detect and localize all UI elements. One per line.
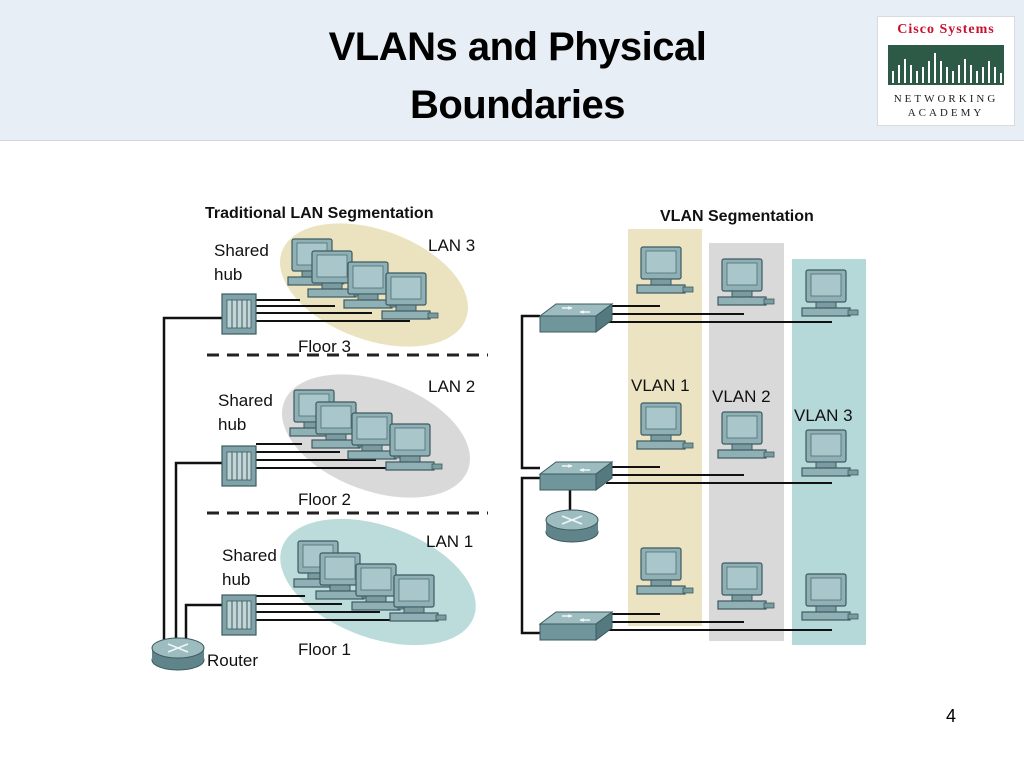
lan2-label: LAN 2 bbox=[428, 377, 475, 396]
floor3-hub-label-2: hub bbox=[214, 265, 242, 284]
router-uplinks bbox=[162, 316, 222, 650]
router-icon bbox=[151, 637, 205, 671]
page-number: 4 bbox=[946, 706, 957, 726]
vlan2-label: VLAN 2 bbox=[712, 387, 771, 406]
floor2-hub-label-1: Shared bbox=[218, 391, 273, 410]
floor1-hub-icon bbox=[221, 594, 257, 636]
vlan-router-icon bbox=[545, 509, 599, 543]
cisco-logo: Cisco Systems Networking Academy bbox=[877, 16, 1015, 126]
logo-bridge-icon bbox=[888, 45, 1004, 85]
floor3-hub-icon bbox=[221, 293, 257, 335]
vlan3-label: VLAN 3 bbox=[794, 406, 853, 425]
lan3-label: LAN 3 bbox=[428, 236, 475, 255]
switch-floor2-icon bbox=[539, 461, 613, 491]
slide-header bbox=[0, 0, 1024, 141]
logo-line-2: Academy bbox=[907, 107, 985, 119]
traditional-lan-heading: Traditional LAN Segmentation bbox=[205, 205, 433, 222]
router-label: Router bbox=[207, 651, 258, 670]
floor3-label: Floor 3 bbox=[298, 337, 351, 356]
switch-floor1-icon bbox=[539, 611, 613, 641]
logo-line-1: Networking bbox=[893, 93, 999, 105]
hub-pc-links bbox=[256, 299, 415, 621]
floor2-hub-label-2: hub bbox=[218, 415, 246, 434]
floor1-hub-label-2: hub bbox=[222, 570, 250, 589]
switch-pc-links bbox=[600, 305, 832, 631]
title-line-1: VLANs and Physical bbox=[328, 25, 707, 69]
floor1-label: Floor 1 bbox=[298, 640, 351, 659]
lan1-label: LAN 1 bbox=[426, 532, 473, 551]
vlan-segmentation-heading: VLAN Segmentation bbox=[660, 208, 814, 225]
floor3-hub-label-1: Shared bbox=[214, 241, 269, 260]
switch-floor3-icon bbox=[539, 303, 613, 333]
floor1-hub-label-1: Shared bbox=[222, 546, 277, 565]
logo-academy-text: Networking Academy bbox=[884, 92, 1008, 120]
floor2-label: Floor 2 bbox=[298, 490, 351, 509]
title-line-2: Boundaries bbox=[409, 83, 626, 127]
vlan1-label: VLAN 1 bbox=[631, 376, 690, 395]
floor2-hub-icon bbox=[221, 445, 257, 487]
switch-backbone bbox=[520, 314, 572, 635]
logo-brand-text: Cisco Systems bbox=[897, 22, 995, 37]
slide-title: VLANs and Physical Boundaries bbox=[230, 18, 805, 134]
